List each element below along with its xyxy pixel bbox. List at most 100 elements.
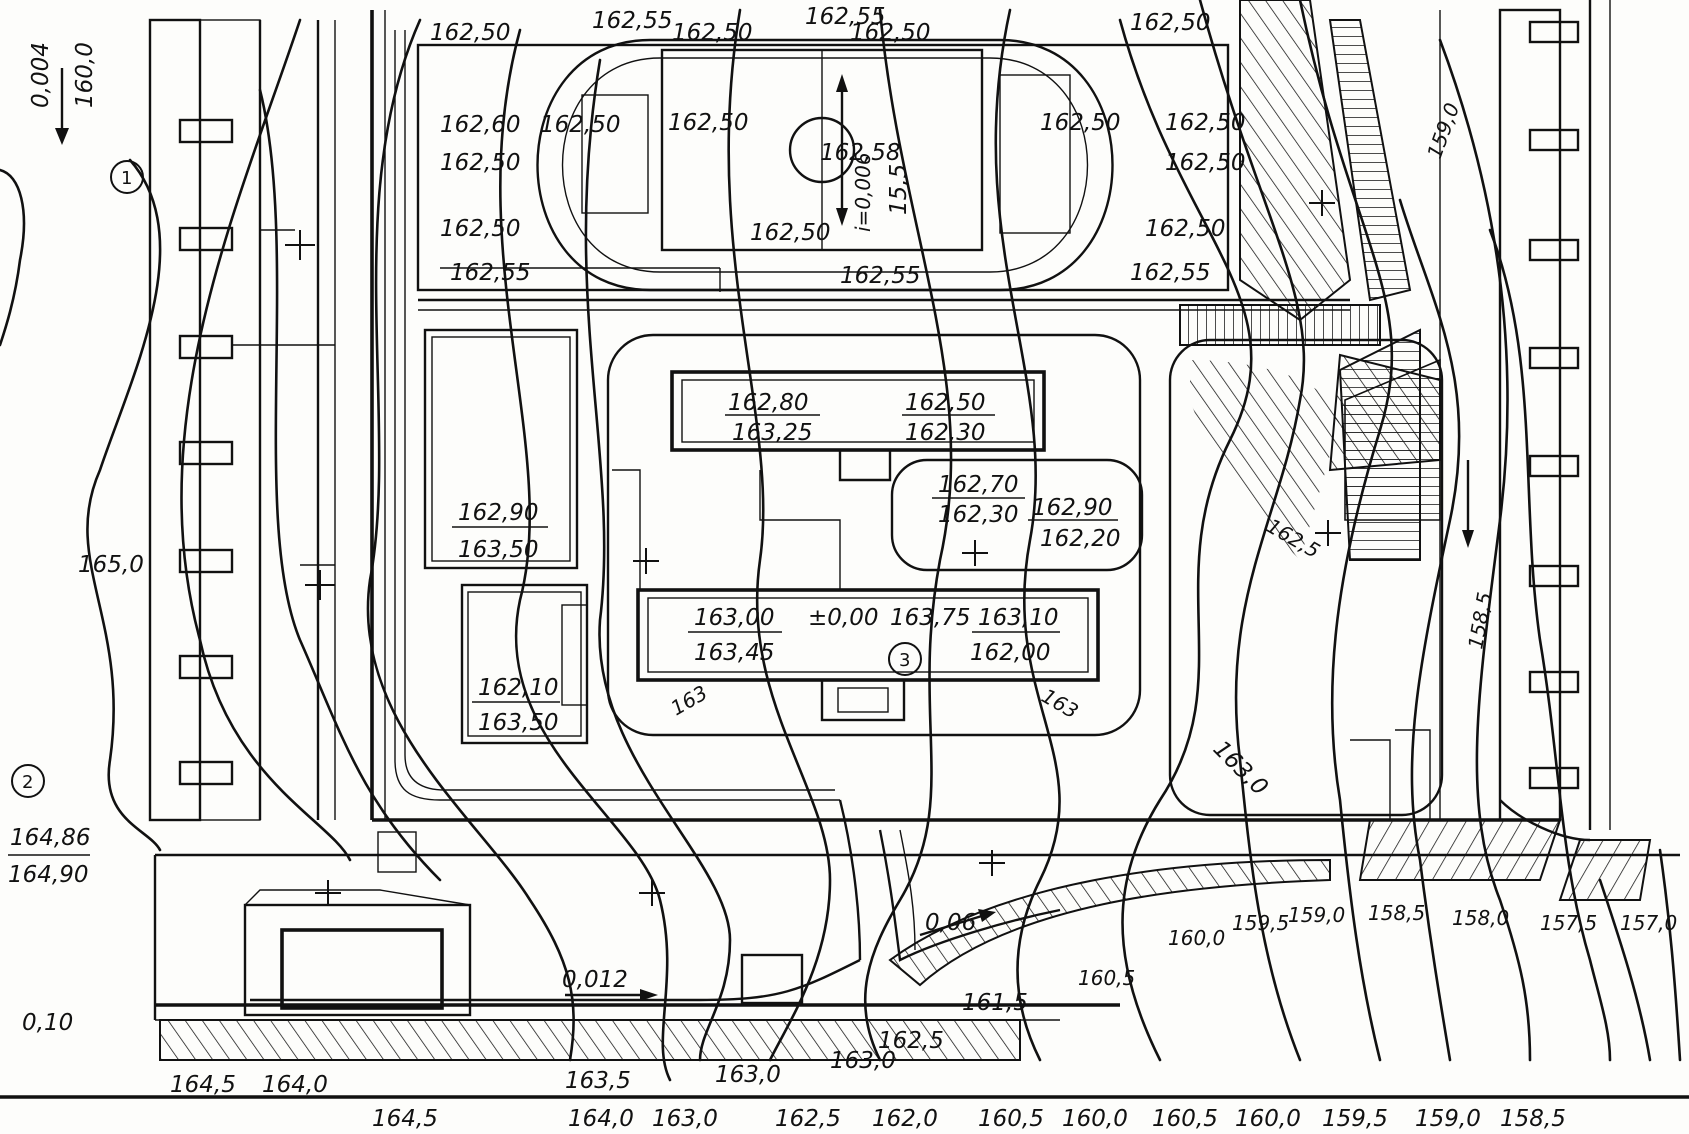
svg-text:163,0: 163,0 [1208, 736, 1273, 801]
svg-text:162,55: 162,55 [450, 260, 530, 286]
svg-text:162,5: 162,5 [878, 1028, 944, 1054]
svg-text:163,5: 163,5 [565, 1068, 631, 1094]
utility-building [243, 903, 472, 1017]
scale-label: 162,5 [775, 1106, 841, 1132]
courtyard-slope [1168, 338, 1444, 817]
svg-text:160,0: 160,0 [1168, 926, 1225, 950]
svg-text:162,50: 162,50 [1130, 10, 1210, 36]
scale-label: 160,0 [1062, 1106, 1128, 1132]
svg-text:159,5: 159,5 [1232, 911, 1289, 935]
scale-label: 164,5 [372, 1106, 438, 1132]
svg-text:164,90: 164,90 [8, 862, 88, 888]
svg-text:165,0: 165,0 [78, 552, 144, 578]
svg-text:163,10: 163,10 [978, 605, 1058, 631]
svg-text:162,30: 162,30 [905, 420, 985, 446]
svg-text:163,25: 163,25 [732, 420, 812, 446]
svg-text:15,5: 15,5 [886, 164, 912, 215]
wing-d [636, 588, 1100, 682]
building-outer-path [606, 333, 1142, 737]
svg-text:162,20: 162,20 [1040, 526, 1120, 552]
svg-text:163,75: 163,75 [890, 605, 970, 631]
wing-b [890, 458, 1144, 572]
callout-circle-2 [11, 764, 45, 798]
svg-text:162,50: 162,50 [905, 390, 985, 416]
svg-text:162,55: 162,55 [1130, 260, 1210, 286]
svg-text:163,50: 163,50 [478, 710, 558, 736]
svg-text:157,5: 157,5 [1540, 911, 1597, 935]
svg-text:162,80: 162,80 [728, 390, 808, 416]
svg-text:160,5: 160,5 [1078, 966, 1135, 990]
bottom-scale: 164,5 164,0 163,0 162,5 162,0 160,5 160,… [372, 1106, 1566, 1132]
scale-label: 162,0 [872, 1106, 938, 1132]
svg-text:162,58: 162,58 [820, 140, 900, 166]
svg-text:162,50: 162,50 [540, 112, 620, 138]
svg-text:162,50: 162,50 [850, 20, 930, 46]
svg-text:162,55: 162,55 [840, 263, 920, 289]
svg-text:162,30: 162,30 [938, 502, 1018, 528]
goal-area-right [999, 74, 1071, 234]
svg-text:162,90: 162,90 [1032, 495, 1112, 521]
svg-text:163,45: 163,45 [694, 640, 774, 666]
svg-text:158,0: 158,0 [1452, 906, 1509, 930]
callout-2: 2 [22, 772, 33, 793]
svg-text:163: 163 [667, 680, 712, 720]
svg-text:164,0: 164,0 [262, 1072, 328, 1098]
svg-text:163,50: 163,50 [458, 537, 538, 563]
scale-label: 160,0 [1235, 1106, 1301, 1132]
left-parking-strip [148, 18, 336, 822]
svg-text:162,50: 162,50 [1145, 216, 1225, 242]
svg-text:162,50: 162,50 [672, 20, 752, 46]
slope-label-b: 160,0 [72, 42, 98, 108]
svg-text:158,5: 158,5 [1368, 901, 1425, 925]
pavilion-e [423, 328, 579, 570]
svg-text:162,50: 162,50 [1165, 150, 1245, 176]
parking-bays-left [178, 118, 234, 786]
svg-text:159,0: 159,0 [1422, 100, 1464, 162]
svg-text:162,50: 162,50 [1040, 110, 1120, 136]
scale-label: 163,0 [652, 1106, 718, 1132]
svg-text:162,60: 162,60 [440, 112, 520, 138]
svg-text:162,90: 162,90 [458, 500, 538, 526]
drainage-arrows [55, 68, 1474, 1001]
parking-bays-right [1528, 20, 1580, 790]
svg-text:163,00: 163,00 [694, 605, 774, 631]
svg-text:±0,00: ±0,00 [808, 605, 878, 631]
svg-text:162,50: 162,50 [430, 20, 510, 46]
svg-text:162,50: 162,50 [1165, 110, 1245, 136]
running-track-outer [536, 38, 1114, 292]
svg-text:0,10: 0,10 [22, 1010, 73, 1036]
svg-text:0,012: 0,012 [562, 967, 628, 993]
callout-1: 1 [121, 168, 132, 189]
internal-paths [250, 30, 1591, 1002]
svg-text:162,50: 162,50 [668, 110, 748, 136]
kiosk [740, 953, 804, 1005]
wing-a [670, 370, 1046, 452]
svg-text:162,10: 162,10 [478, 675, 558, 701]
svg-text:162,50: 162,50 [750, 220, 830, 246]
svg-text:158,5: 158,5 [1463, 590, 1497, 651]
svg-text:162,55: 162,55 [592, 8, 672, 34]
svg-text:162,70: 162,70 [938, 472, 1018, 498]
slope-label-a: 0,004 [28, 42, 54, 108]
svg-text:164,86: 164,86 [10, 825, 90, 851]
goal-area-left [581, 94, 649, 214]
elevation-labels: 0,004 160,0 1 2 3 164,86 164,90 165,0 0,… [8, 4, 1677, 1098]
svg-text:157,0: 157,0 [1620, 911, 1677, 935]
callout-3: 3 [899, 650, 910, 671]
svg-text:161,5: 161,5 [962, 990, 1028, 1016]
callout-circle-3 [888, 642, 922, 676]
contour-lines [86, 0, 1682, 1082]
svg-text:164,5: 164,5 [170, 1072, 236, 1098]
svg-text:162,50: 162,50 [440, 216, 520, 242]
left-edge-contour [0, 168, 26, 347]
svg-text:163,0: 163,0 [830, 1048, 896, 1074]
svg-text:0,06: 0,06 [925, 910, 976, 936]
svg-text:159,0: 159,0 [1288, 903, 1345, 927]
scale-label: 164,0 [568, 1106, 634, 1132]
scale-label: 160,5 [1152, 1106, 1218, 1132]
svg-text:162,50: 162,50 [440, 150, 520, 176]
center-circle [788, 116, 856, 184]
entrance [820, 678, 906, 722]
scale-label: 160,5 [978, 1106, 1044, 1132]
